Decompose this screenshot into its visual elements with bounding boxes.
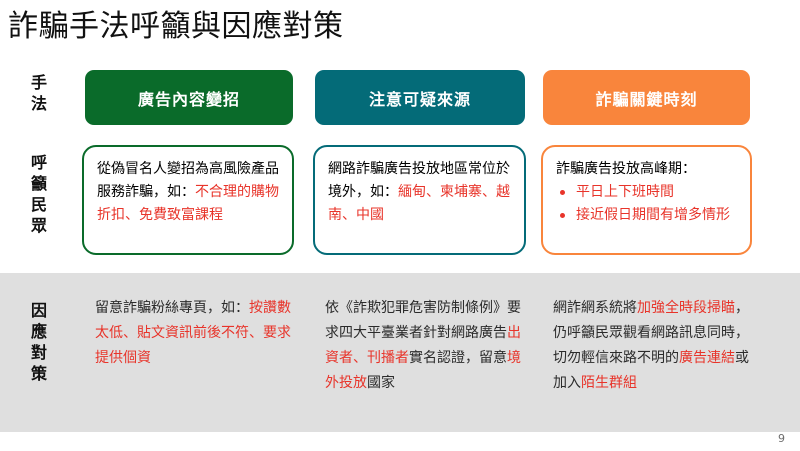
- highlighted-text-run: 按讚數太低、貼文資訊前後不符、要求提供個資: [95, 300, 291, 366]
- highlighted-text-run: 廣告連結: [679, 350, 735, 366]
- appeal-text: 網路詐騙廣告投放地區常位於境外，如：緬甸、柬埔寨、越南、中國: [328, 158, 514, 227]
- appeal-card-column-3: 詐騙廣告投放高峰期： 平日上下班時間接近假日期間有增多情形: [541, 145, 752, 255]
- column-header-suspicious-sources: 注意可疑來源: [315, 70, 525, 125]
- highlighted-text-run: 陌生群組: [581, 375, 637, 391]
- column-header-advertising-tactics: 廣告內容變招: [85, 70, 293, 125]
- appeal-card-column-1: 從偽冒名人變招為高風險產品服務詐騙，如：不合理的購物折扣、免費致富課程: [82, 145, 294, 255]
- appeal-bullet-list: 平日上下班時間接近假日期間有增多情形: [556, 181, 740, 227]
- highlighted-text-run: 不合理的購物折扣、免費致富課程: [97, 184, 279, 223]
- row-label-method: 手法: [30, 73, 47, 113]
- response-text-column-2: 依《詐欺犯罪危害防制條例》要求四大平臺業者針對網路廣告出資者、刊播者實名認證，留…: [325, 296, 528, 396]
- text-run: 詐騙廣告投放高峰期：: [556, 161, 696, 177]
- page-number: 9: [778, 432, 785, 445]
- column-header-label: 詐騙關鍵時刻: [595, 89, 698, 109]
- response-row-background: [0, 273, 800, 432]
- page-title: 詐騙手法呼籲與因應對策: [8, 9, 344, 44]
- highlighted-text-run: 境外投放: [325, 350, 521, 391]
- row-label-response: 因應對策: [30, 301, 47, 383]
- text-run: ，仍呼籲民眾觀看網路訊息同時，切勿輕信來路不明的: [553, 300, 749, 366]
- row-label-appeal: 呼籲民眾: [30, 153, 47, 235]
- list-item: 平日上下班時間: [556, 181, 740, 204]
- text-run: 留意詐騙粉絲專頁，如：: [95, 300, 249, 316]
- list-item: 接近假日期間有增多情形: [556, 204, 740, 227]
- highlighted-text-run: 出資者、刊播者: [325, 325, 521, 366]
- appeal-text: 從偽冒名人變招為高風險產品服務詐騙，如：不合理的購物折扣、免費致富課程: [97, 158, 282, 227]
- appeal-text: 詐騙廣告投放高峰期：: [556, 158, 740, 181]
- appeal-card-column-2: 網路詐騙廣告投放地區常位於境外，如：緬甸、柬埔寨、越南、中國: [313, 145, 526, 255]
- text-run: 依《詐欺犯罪危害防制條例》要求四大平臺業者針對網路廣告: [325, 300, 521, 341]
- response-text-column-1: 留意詐騙粉絲專頁，如：按讚數太低、貼文資訊前後不符、要求提供個資: [95, 296, 300, 371]
- text-run: 或加入: [553, 350, 749, 391]
- highlighted-text-run: 加強全時段掃瞄: [637, 300, 735, 316]
- text-run: 國家: [367, 375, 395, 391]
- column-header-key-timing: 詐騙關鍵時刻: [543, 70, 750, 125]
- text-run: 網路詐騙廣告投放地區常位於境外，如：: [328, 161, 510, 200]
- text-run: 實名認證，留意: [409, 350, 507, 366]
- response-text-column-3: 網詐網系統將加強全時段掃瞄，仍呼籲民眾觀看網路訊息同時，切勿輕信來路不明的廣告連…: [553, 296, 758, 396]
- text-run: 從偽冒名人變招為高風險產品服務詐騙，如：: [97, 161, 279, 200]
- highlighted-text-run: 緬甸、柬埔寨、越南、中國: [328, 184, 510, 223]
- column-header-label: 廣告內容變招: [137, 89, 240, 109]
- text-run: 網詐網系統將: [553, 300, 637, 316]
- column-header-label: 注意可疑來源: [368, 89, 471, 109]
